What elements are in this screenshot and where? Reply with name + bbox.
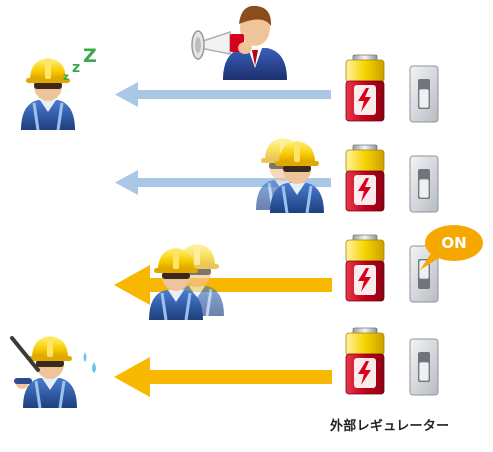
manager-megaphone-icon: [191, 5, 287, 80]
worker-group-idle: [254, 136, 326, 215]
arrow-row-4: [114, 357, 332, 397]
arrow-row-3: [114, 265, 332, 305]
light-switch-icon: [409, 65, 439, 123]
svg-text:z: z: [63, 72, 69, 83]
sleeping-zzz-icon: z z Z: [63, 45, 97, 83]
light-switch-icon: [409, 155, 439, 213]
on-speech-bubble: [420, 225, 483, 270]
sweat-drop-icon: [83, 352, 96, 373]
regulator-label: 外部レギュレーター: [330, 419, 450, 434]
battery-column: [345, 54, 385, 395]
arrow-row-1: [115, 82, 331, 107]
svg-text:Z: Z: [83, 45, 97, 67]
battery-icon: [345, 144, 385, 212]
battery-icon: [345, 234, 385, 302]
battery-icon: [345, 54, 385, 122]
arrow-row-2: [115, 170, 331, 195]
worker-sleeping: [19, 56, 77, 132]
light-switch-icon: [409, 338, 439, 396]
switch-on-label: ON: [441, 234, 467, 252]
switch-column: [409, 65, 439, 396]
battery-icon: [345, 327, 385, 395]
worker-working: [10, 334, 79, 410]
svg-text:z: z: [72, 60, 80, 76]
